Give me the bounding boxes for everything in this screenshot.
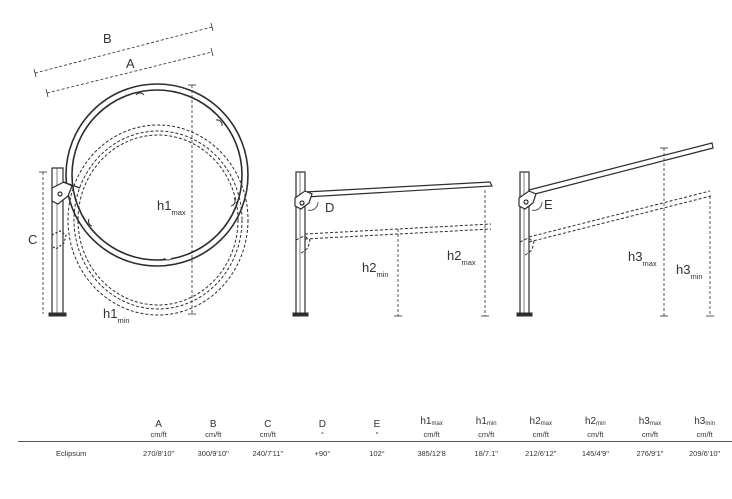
table-cell: 102° (369, 448, 385, 458)
lamp-technical-drawing: B A C h1max h1min D h2min h2max E h3max … (28, 22, 714, 325)
label-d: D (325, 200, 334, 215)
header-cell: E° (349, 412, 405, 442)
label-h1max: h1max (157, 198, 186, 217)
arm-middle-lower (295, 223, 492, 255)
label-h2min: h2min (362, 260, 389, 279)
header-model (18, 412, 132, 442)
header-cell: D° (295, 412, 350, 442)
table-cell: 18/7.1" (474, 448, 498, 458)
table-cell: 145/4'9" (581, 448, 609, 458)
label-h3min: h3min (676, 262, 703, 281)
table-cell: 209/6'10" (689, 448, 721, 458)
label-c: C (28, 232, 37, 247)
table-cell: 212/6'12" (525, 448, 557, 458)
table-cell: 276/9'1" (636, 448, 664, 458)
label-e: E (544, 197, 553, 212)
label-h2max: h2max (447, 248, 476, 267)
ring-upper-position (65, 83, 249, 267)
table-row: Eclipsum 270/8'10" 300/9'10" 240/7'11" +90° 1… (18, 442, 732, 465)
dimension-line-a (45, 47, 214, 98)
spec-body: Eclipsum 270/8'10" 300/9'10" 240/7'11" +90° 1… (18, 442, 732, 465)
table-cell: 240/7'11" (252, 448, 284, 458)
mount-bracket-left (51, 181, 81, 250)
ring-lower-position (67, 124, 249, 316)
table-cell: 300/9'10" (197, 448, 229, 458)
dimension-line-b (33, 22, 214, 78)
model-name: Eclipsum (56, 448, 87, 458)
table-cell: 270/8'10" (143, 448, 175, 458)
arm-right-upper (518, 142, 714, 211)
label-a: A (126, 56, 135, 71)
table-cell: 385/12'8 (417, 448, 446, 458)
label-h3max: h3max (628, 249, 657, 268)
arm-middle-upper (294, 181, 493, 211)
dimension-line-c (39, 171, 47, 314)
label-h1min: h1min (103, 306, 130, 325)
table-cell: +90° (314, 448, 331, 458)
label-b: B (103, 31, 112, 46)
arm-right-lower (519, 190, 712, 257)
